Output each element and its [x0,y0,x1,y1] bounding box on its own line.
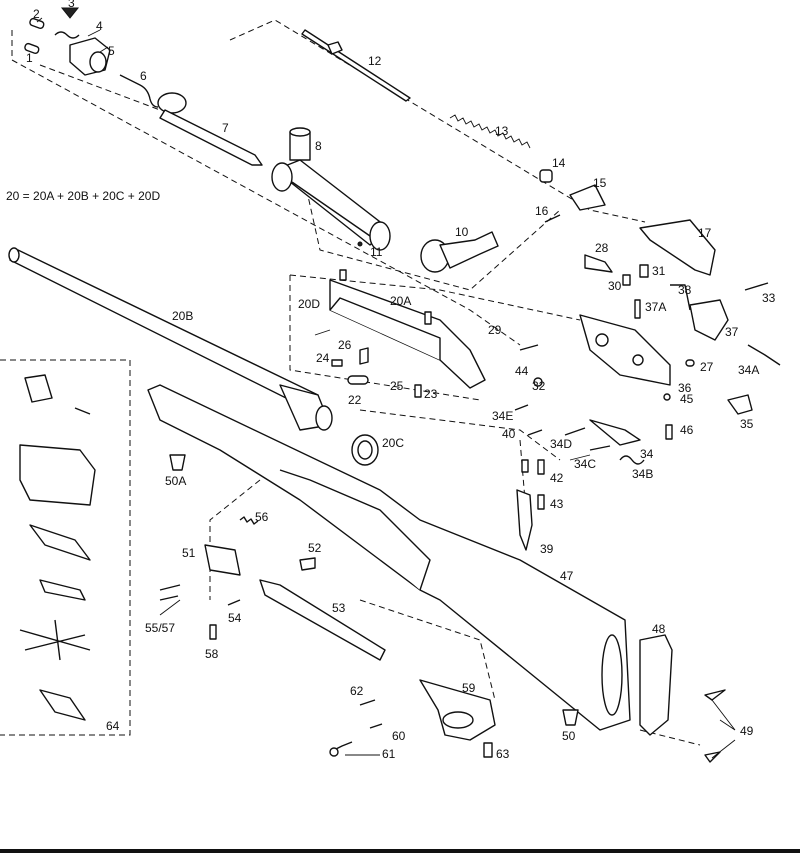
part-label-20d: 20D [298,297,320,311]
label-leader-lines [36,17,736,759]
part-label-46: 46 [680,423,694,437]
part-label-17: 17 [698,226,712,240]
part-label-26: 26 [338,338,352,352]
part-label-37a: 37A [645,300,666,314]
part-label-47: 47 [560,569,574,583]
part-label-49: 49 [740,724,754,738]
part-label-50: 50 [562,729,576,743]
part-label-40: 40 [502,427,516,441]
part-label-20c: 20C [382,436,404,450]
part-label-53: 53 [332,601,346,615]
part-label-34d: 34D [550,437,572,451]
part-label-8: 8 [315,139,322,153]
part-label-20b: 20B [172,309,193,323]
part-label-34: 34 [640,447,654,461]
part-label-1: 1 [26,51,33,65]
bolt-assembly [157,92,499,273]
part-label-20a: 20A [390,294,411,308]
part-label-14: 14 [552,156,566,170]
part-label-34a: 34A [738,363,759,377]
part-label-36: 36 [678,381,692,395]
barrel [8,247,379,466]
part-label-55-57: 55/57 [145,621,175,635]
part-label-62: 62 [350,684,364,698]
part-label-63: 63 [496,747,510,761]
part-label-7: 7 [222,121,229,135]
parts-equation: 20 = 20A + 20B + 20C + 20D [6,189,160,203]
part-label-42: 42 [550,471,564,485]
part-label-4: 4 [96,19,103,33]
part-label-24: 24 [316,351,330,365]
part-label-12: 12 [368,54,382,68]
part-label-30: 30 [608,279,622,293]
part-label-45: 45 [680,392,694,406]
part-label-51: 51 [182,546,196,560]
part-label-43: 43 [550,497,564,511]
part-label-56: 56 [255,510,269,524]
part-label-52: 52 [308,541,322,555]
part-label-35: 35 [740,417,754,431]
part-label-25: 25 [390,379,404,393]
trigger-group [514,254,781,551]
part-label-11: 11 [370,245,383,259]
receiver-assembly [329,269,539,398]
part-label-48: 48 [652,622,666,636]
part-label-23: 23 [424,387,438,401]
part-label-50a: 50A [165,474,186,488]
part-label-54: 54 [228,611,242,625]
magazine-group [19,374,96,721]
part-label-10: 10 [455,225,469,239]
part-label-29: 29 [488,323,502,337]
part-label-13: 13 [495,124,509,138]
part-label-33: 33 [762,291,776,305]
part-label-61: 61 [382,747,396,761]
part-label-59: 59 [462,681,476,695]
part-label-58: 58 [205,647,219,661]
part-label-15: 15 [593,176,607,190]
part-label-37: 37 [725,325,739,339]
part-label-64: 64 [106,719,120,733]
part-label-28: 28 [595,241,609,255]
part-label-16: 16 [535,204,549,218]
firing-pin-small-parts [24,7,159,108]
stock [147,384,726,763]
part-label-32: 32 [532,379,546,393]
part-label-34b: 34B [632,467,653,481]
part-label-22: 22 [348,393,362,407]
part-label-31: 31 [652,264,666,278]
firing-pin-spring-parts [301,29,716,276]
part-label-34c: 34C [574,457,596,471]
part-label-34e: 34E [492,409,513,423]
part-label-6: 6 [140,69,147,83]
part-label-39: 39 [540,542,554,556]
part-label-5: 5 [108,44,115,58]
part-label-60: 60 [392,729,406,743]
part-label-27: 27 [700,360,714,374]
part-label-44: 44 [515,364,529,378]
trigger-guard-parts [159,516,496,758]
part-label-38: 38 [678,283,692,297]
part-label-3: 3 [68,0,75,10]
part-number-labels: 1 2 3 4 5 6 7 8 10 11 12 13 14 15 16 17 … [26,0,776,761]
part-label-2: 2 [33,7,40,21]
